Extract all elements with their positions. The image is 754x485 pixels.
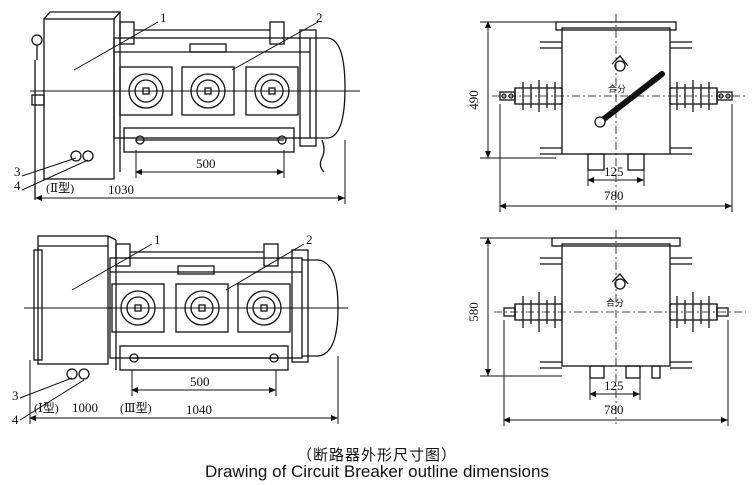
bottom-end-dim-125: 125 (604, 378, 624, 393)
top-mechanism-box-lid (43, 11, 122, 20)
top-dim-1030: 1030 (108, 182, 134, 197)
bottom-side-view (19, 235, 348, 424)
top-gauge (31, 34, 43, 46)
top-dim-500: 500 (196, 156, 216, 171)
top-end-switch-label: 合分 (608, 83, 626, 94)
bottom-dim-1000: 1000 (72, 400, 98, 415)
caption-english: Drawing of Circuit Breaker outline dimen… (205, 462, 549, 481)
bottom-dim-1040: 1040 (186, 402, 212, 417)
top-callout-4: 4 (14, 178, 21, 193)
top-end-labels: 490 125 780 合分 (466, 83, 626, 203)
top-wheel-right (82, 150, 94, 162)
top-base-frame (123, 127, 295, 153)
bottom-end-switch-symbol (611, 273, 629, 285)
top-side-labels: 1 2 3 4 500 (Ⅱ型) 1030 (14, 10, 323, 197)
top-wheel-left (70, 150, 82, 162)
top-end-dim-780: 780 (604, 188, 624, 203)
bottom-end-switch-label: 合分 (606, 297, 624, 308)
bottom-dim-500: 500 (190, 374, 210, 389)
top-callout-2: 2 (316, 10, 323, 25)
top-end-switch-symbol (611, 55, 629, 67)
top-end-dim-125: 125 (604, 164, 624, 179)
bottom-callout-2: 2 (306, 232, 313, 247)
top-mechanism-box (43, 18, 115, 180)
bottom-end-view (480, 230, 746, 426)
bottom-mechanism-box (37, 235, 109, 365)
bottom-end-labels: 580 125 780 合分 (466, 297, 624, 417)
bottom-wheel-right (78, 368, 90, 380)
caption-chinese: （断路器外形尺寸图） (296, 446, 457, 464)
bottom-type-label-i: (Ⅰ型) (34, 401, 59, 415)
bottom-callout-1: 1 (154, 232, 161, 247)
top-side-view (21, 11, 360, 204)
top-callout-3: 3 (14, 164, 21, 179)
bottom-end-dim-580: 580 (466, 302, 481, 322)
bottom-callout-4: 4 (12, 412, 19, 427)
top-type-label: (Ⅱ型) (46, 181, 74, 195)
top-callout-1: 1 (160, 10, 167, 25)
top-end-switch-handle (597, 71, 665, 125)
bottom-callout-3: 3 (12, 388, 19, 403)
bottom-type-label-iii: (Ⅲ型) (120, 401, 152, 415)
bottom-base-frame (119, 345, 289, 371)
top-main-body (113, 37, 311, 139)
bottom-end-dim-780: 780 (604, 402, 624, 417)
top-end-dim-490: 490 (466, 90, 481, 110)
top-motor-cap (310, 37, 346, 139)
top-end-view (480, 14, 746, 212)
bottom-wheel-left (66, 368, 78, 380)
bottom-side-labels: 1 2 3 4 500 (Ⅰ型) 1000 (Ⅲ型) 1040 (12, 232, 313, 427)
